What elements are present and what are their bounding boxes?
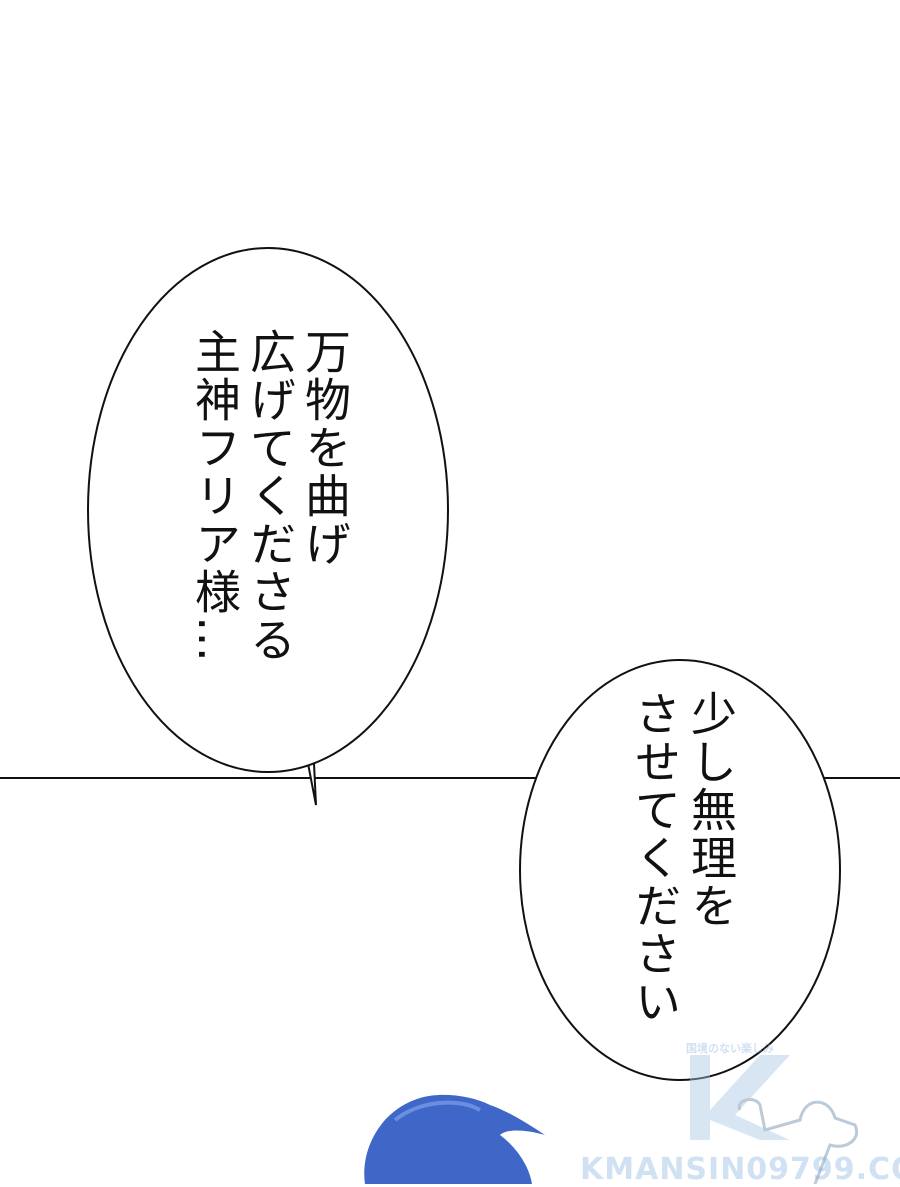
bubble-1-line-1: 万物を曲げ [298, 328, 352, 568]
bubble-1-line-2: 広げてくださる [243, 328, 297, 664]
speech-bubble-2 [519, 659, 841, 1081]
character-hair [364, 1094, 545, 1184]
bubble-2-line-1: 少し無理を [684, 690, 738, 930]
watermark-tagline: 国境のない楽しみ [686, 1042, 774, 1055]
bubble-2-line-2: させてください [628, 690, 682, 1026]
watermark-site: KMANSIN09799.COM [580, 1152, 900, 1187]
bubble-1-line-3: 主神フリア様… [188, 328, 242, 664]
watermark-logo [690, 1055, 859, 1184]
speech-bubble-1 [87, 247, 449, 806]
